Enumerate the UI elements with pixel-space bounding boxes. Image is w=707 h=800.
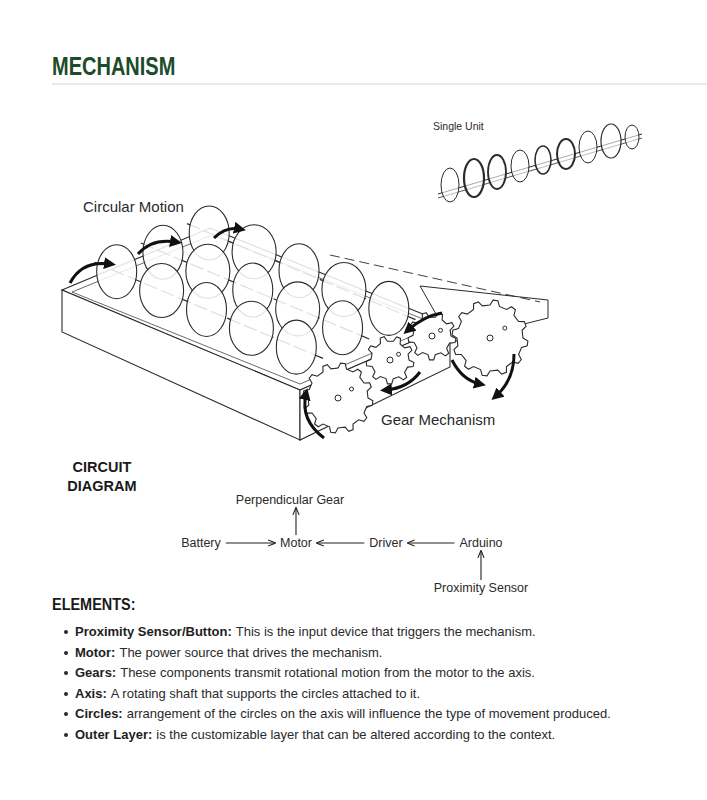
gear-hole — [335, 395, 341, 401]
signal-arrow — [480, 551, 481, 580]
signal-arrow — [295, 508, 296, 535]
gear-bore — [503, 326, 507, 330]
gear-hole — [487, 335, 493, 341]
page-title: MECHANISM — [52, 52, 175, 81]
component-label: Proximity Sensor — [434, 581, 528, 595]
gear-bore — [350, 387, 354, 391]
term: Axis: — [75, 686, 107, 701]
motion-arrow — [408, 313, 442, 330]
definition: is the customizable layer that can be al… — [156, 727, 555, 742]
unit-disc — [511, 150, 529, 182]
term: Gears: — [75, 665, 116, 680]
signal-arrow — [408, 542, 455, 543]
gear — [408, 313, 456, 360]
list-item: Outer Layer: is the customizable layer th… — [75, 725, 647, 746]
definition: The power source that drives the mechani… — [119, 645, 382, 660]
bullet-dot — [64, 630, 68, 634]
header-rule — [52, 84, 707, 85]
circuit-component: Battery — [178, 534, 224, 552]
component-label: Battery — [181, 536, 221, 550]
disc — [97, 245, 137, 299]
definition: These components transmit rotational mot… — [120, 665, 535, 680]
figure-label: Circular Motion — [83, 198, 184, 215]
section-heading: CIRCUIT DIAGRAM — [52, 458, 152, 496]
component-label: Perpendicular Gear — [236, 493, 344, 507]
component-label: Arduino — [459, 536, 502, 550]
motion-arrow — [214, 228, 240, 238]
disc — [187, 282, 227, 336]
gear-hole — [429, 333, 435, 339]
unit-disc — [557, 139, 575, 169]
figure-label: Gear Mechanism — [381, 411, 495, 428]
bullet-dot — [64, 733, 68, 737]
bullet-dot — [64, 671, 68, 675]
motion-arrow — [138, 241, 176, 254]
unit-disc — [625, 125, 639, 149]
bullet-dot — [64, 712, 68, 716]
motion-arrow — [305, 394, 324, 438]
tray-front-face — [62, 290, 300, 440]
motion-arrow — [386, 372, 420, 390]
circuit-component: Proximity Sensor — [431, 579, 531, 597]
definition: arrangement of the circles on the axis w… — [127, 706, 611, 721]
term: Proximity Sensor/Button: — [75, 624, 232, 639]
list-item: Motor: The power source that drives the m… — [75, 643, 647, 664]
circuit-component: Perpendicular Gear — [233, 491, 347, 509]
disc — [229, 301, 273, 355]
section-heading: ELEMENTS: — [52, 595, 135, 615]
signal-arrow — [317, 542, 364, 543]
list-item: Axis: A rotating shaft that supports the … — [75, 684, 647, 705]
list-item: Gears: These components transmit rotation… — [75, 663, 647, 684]
motion-arrow — [452, 360, 480, 384]
motion-arrow — [496, 354, 514, 396]
circuit-component: Arduino — [456, 534, 505, 552]
gear — [452, 300, 528, 376]
definition: This is the input device that triggers t… — [236, 624, 536, 639]
single-unit — [438, 124, 642, 202]
motion-arrow — [70, 263, 110, 283]
term: Outer Layer: — [75, 727, 152, 742]
gear-bore — [397, 352, 401, 356]
term: Motor: — [75, 645, 115, 660]
gear-train — [303, 300, 528, 433]
disc — [276, 320, 316, 374]
figure-label: Single Unit — [433, 120, 484, 132]
unit-disc — [601, 124, 621, 158]
bullet-dot — [64, 692, 68, 696]
unit-disc — [441, 168, 459, 202]
unit-disc — [488, 155, 506, 189]
unit-disc — [464, 159, 484, 197]
element-list: Proximity Sensor/Button: This is the inpu… — [75, 622, 647, 745]
gear — [366, 337, 414, 384]
component-label: Motor — [280, 536, 312, 550]
disc — [369, 281, 409, 335]
list-item: Circles: arrangement of the circles on th… — [75, 704, 647, 725]
unit-disc — [535, 146, 551, 174]
term: Circles: — [75, 706, 123, 721]
disc — [140, 264, 184, 318]
gear-hole — [387, 357, 393, 363]
definition: A rotating shaft that supports the circl… — [111, 686, 420, 701]
bullet-dot — [64, 651, 68, 655]
circuit-component: Motor — [277, 534, 315, 552]
gear-bore — [439, 328, 443, 332]
circuit-component: Driver — [366, 534, 405, 552]
component-label: Driver — [369, 536, 402, 550]
list-item: Proximity Sensor/Button: This is the inpu… — [75, 622, 647, 643]
unit-disc — [579, 131, 597, 163]
disc — [323, 301, 363, 355]
signal-arrow — [226, 542, 275, 543]
gear — [303, 363, 373, 433]
tray — [62, 206, 548, 440]
